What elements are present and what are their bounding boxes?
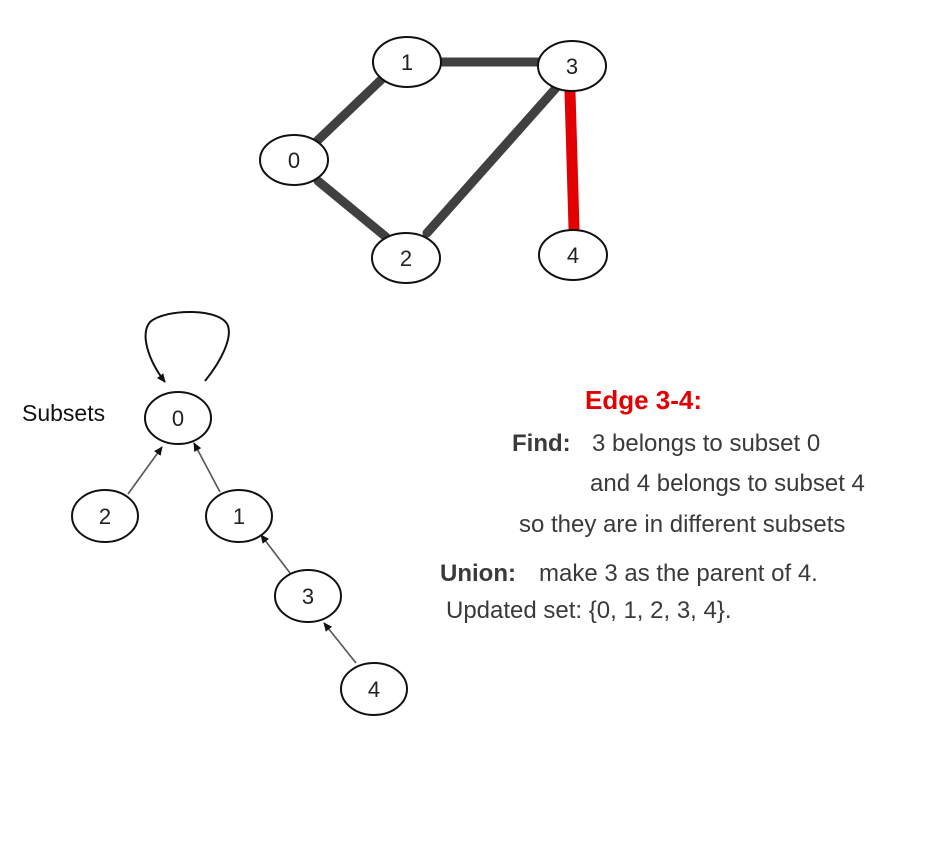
graph-node-label: 3	[566, 54, 578, 79]
subset-node-1: 1	[205, 489, 273, 543]
find-line-2: and 4 belongs to subset 4	[590, 470, 865, 497]
subset-node-label: 1	[233, 504, 245, 529]
graph-edge-3-4	[564, 86, 580, 234]
graph-node-label: 2	[400, 246, 412, 271]
subset-node-label: 0	[172, 406, 184, 431]
graph-node-3: 3	[537, 40, 607, 92]
graph-edges	[311, 57, 580, 242]
parent-arrow-4-3	[323, 622, 357, 664]
parent-arrow-1-0	[193, 442, 221, 493]
find-line-3: so they are in different subsets	[519, 511, 846, 538]
find-line-1: 3 belongs to subset 0	[592, 430, 821, 457]
subset-node-label: 4	[368, 677, 380, 702]
graph-nodes: 0 1 2 3 4	[259, 36, 608, 284]
subset-links	[127, 311, 357, 664]
subset-node-label: 3	[302, 584, 314, 609]
subset-node-2: 2	[71, 489, 139, 543]
subset-node-0: 0	[144, 391, 212, 445]
graph-edge-2-3	[422, 83, 561, 238]
graph-node-label: 4	[567, 243, 579, 268]
graph-edge-0-2	[313, 176, 391, 242]
subset-nodes: 0 1 2 3 4	[71, 391, 408, 716]
graph-node-2: 2	[371, 232, 441, 284]
subset-node-4: 4	[340, 662, 408, 716]
union-label: Union:	[440, 560, 516, 587]
find-label: Find:	[512, 430, 571, 457]
edge-title: Edge 3-4:	[585, 385, 703, 415]
updated-set: Updated set: {0, 1, 2, 3, 4}.	[446, 597, 732, 624]
graph-node-0: 0	[259, 134, 329, 186]
graph-node-label: 1	[401, 50, 413, 75]
graph-node-4: 4	[538, 229, 608, 281]
union-text: make 3 as the parent of 4.	[539, 560, 818, 587]
subset-node-label: 2	[99, 504, 111, 529]
parent-arrow-2-0	[127, 446, 163, 495]
parent-arrow-3-1	[260, 534, 291, 574]
graph-node-label: 0	[288, 148, 300, 173]
subsets-label: Subsets	[22, 400, 106, 426]
self-loop-arrow-0	[144, 311, 230, 383]
graph-node-1: 1	[372, 36, 442, 88]
graph-edge-0-1	[311, 73, 388, 147]
subset-node-3: 3	[274, 569, 342, 623]
